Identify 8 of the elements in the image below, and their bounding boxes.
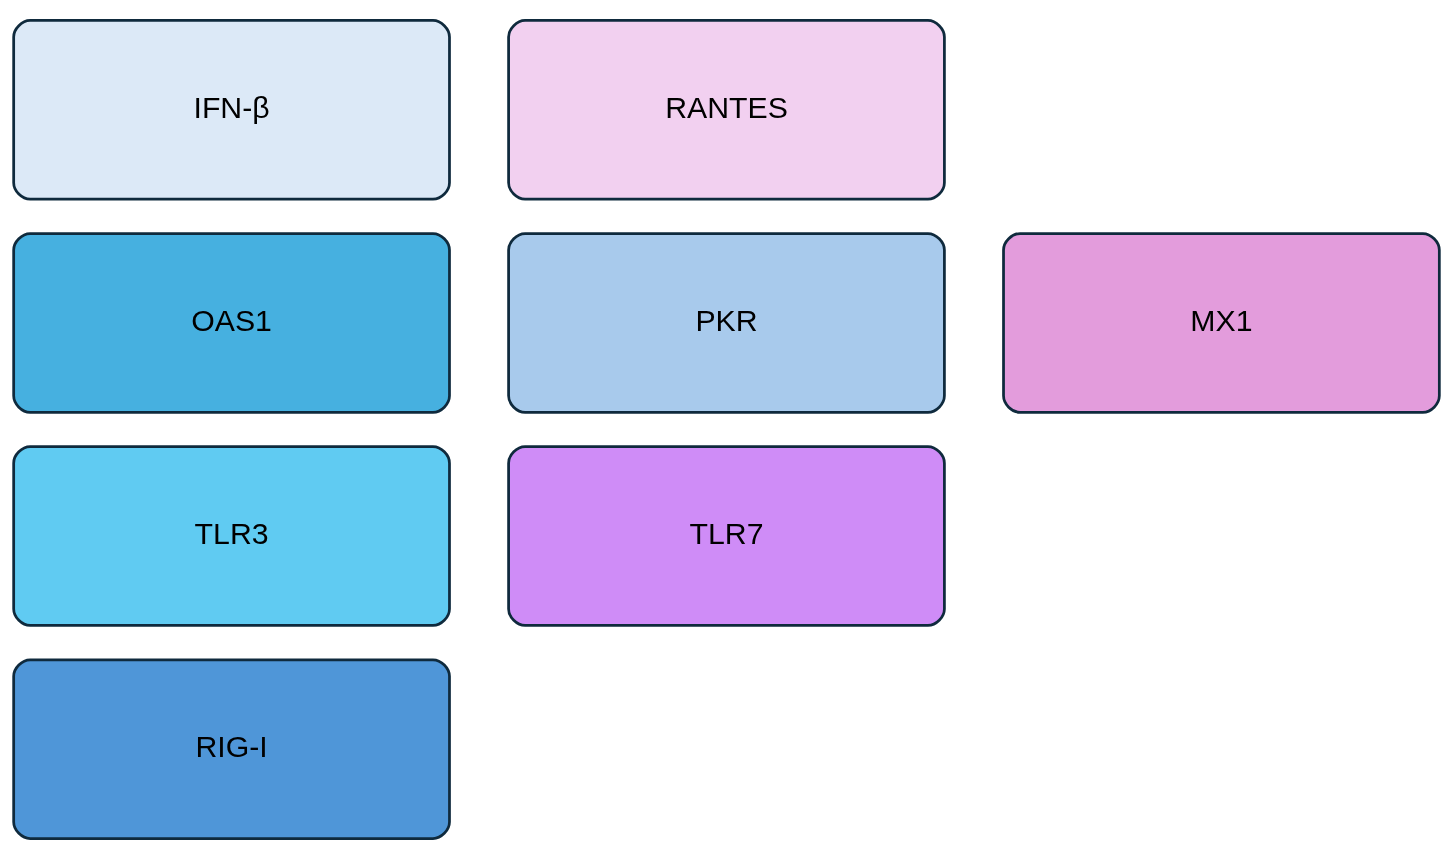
node-box: RIG-I xyxy=(12,657,451,840)
node-box: RANTES xyxy=(507,18,946,201)
node-box: PKR xyxy=(507,231,946,414)
node-box: OAS1 xyxy=(12,231,451,414)
node-box: MX1 xyxy=(1002,231,1441,414)
node-box: TLR3 xyxy=(12,444,451,627)
node-box: TLR7 xyxy=(507,444,946,627)
node-box: IFN-β xyxy=(12,18,451,201)
